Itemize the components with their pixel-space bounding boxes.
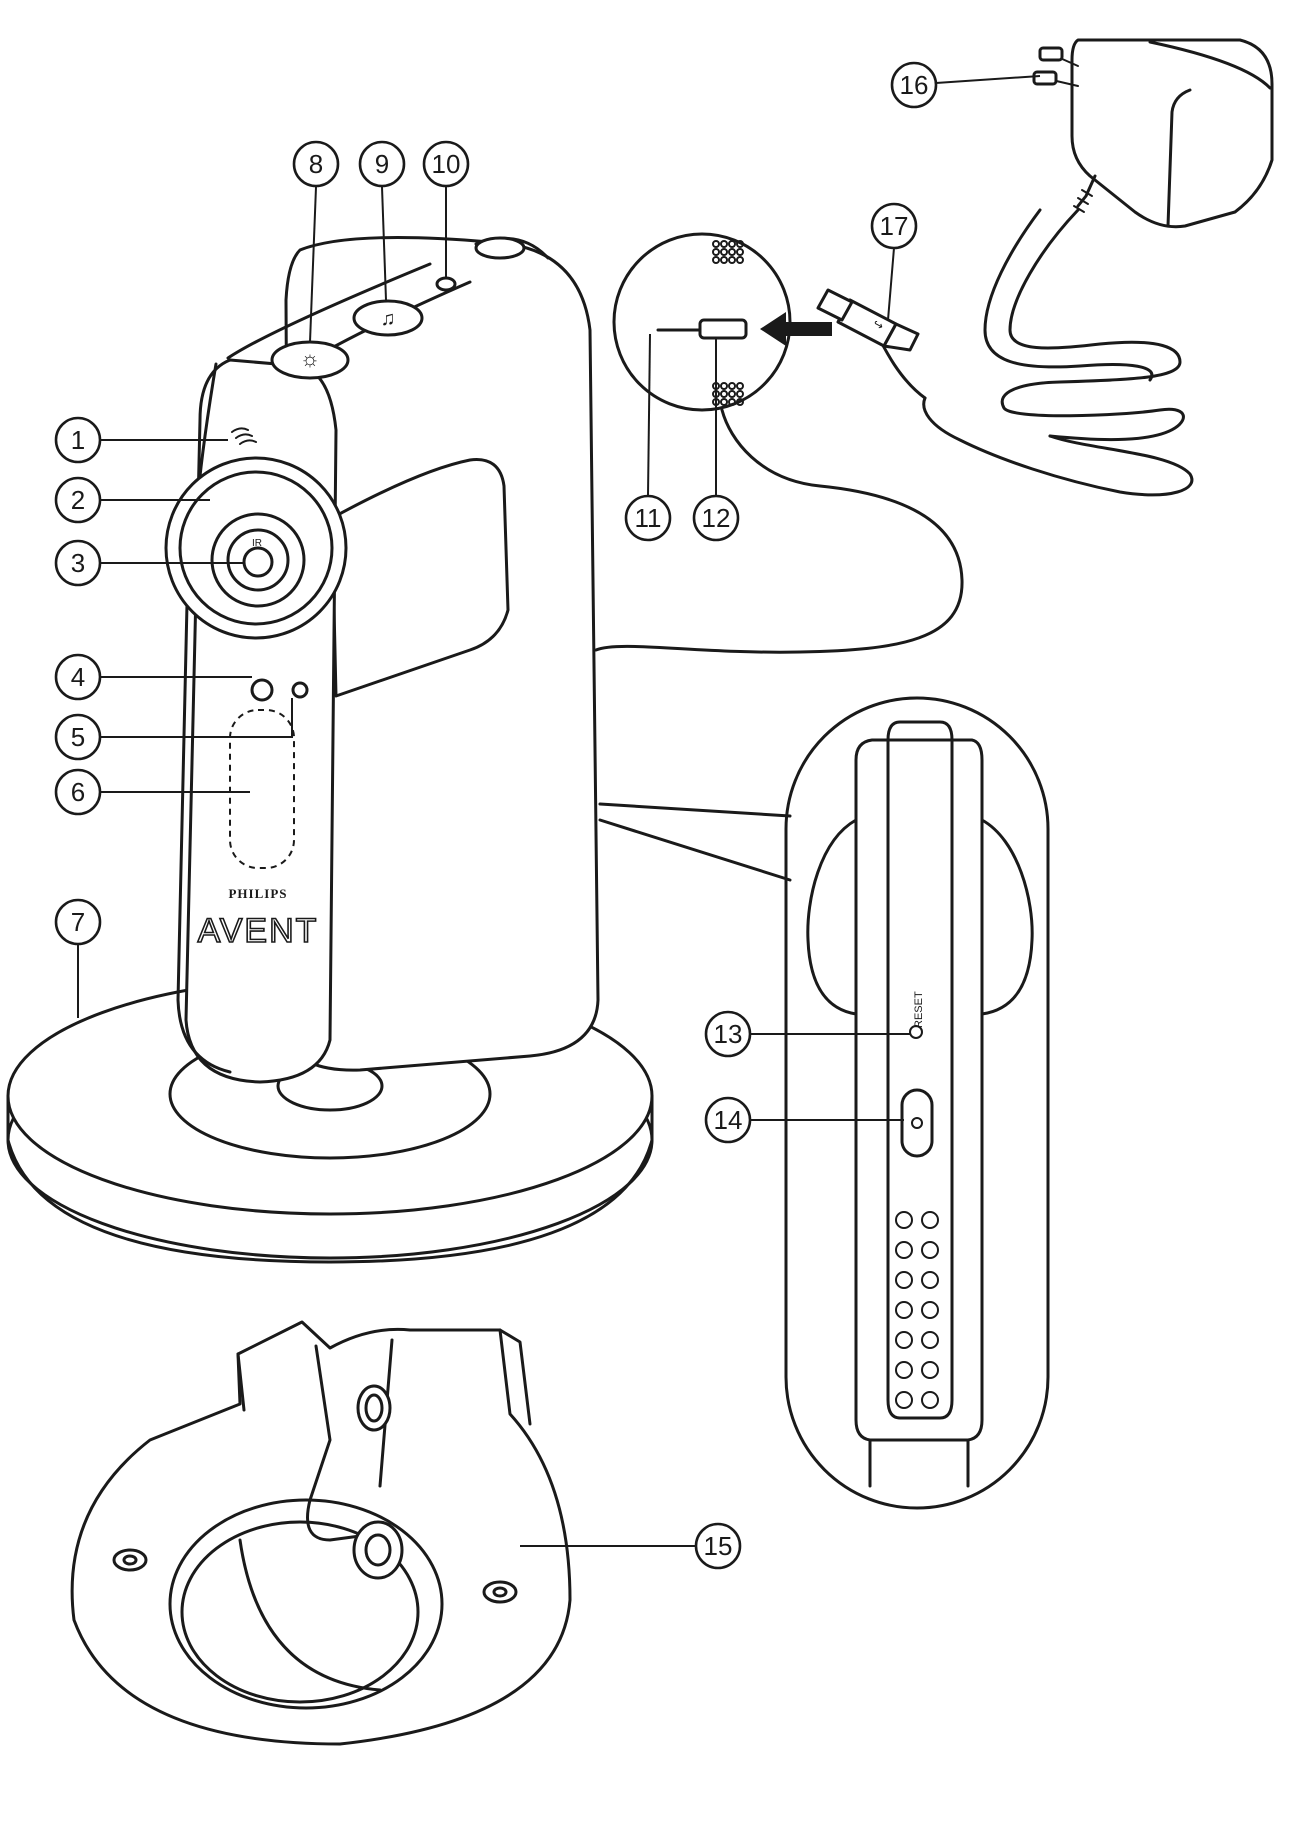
lullaby-button	[352, 299, 424, 337]
power-adapter	[922, 38, 1274, 497]
svg-text:1: 1	[71, 425, 85, 455]
reset-hole-icon	[909, 1025, 923, 1039]
svg-text:10: 10	[432, 149, 461, 179]
callout-14: 14	[704, 1096, 752, 1144]
screw-left	[112, 1548, 148, 1572]
svg-text:11: 11	[635, 503, 662, 533]
usb-socket	[698, 318, 748, 340]
back-panel-detail: RESET	[598, 696, 1050, 1510]
callout-8: 8	[292, 140, 340, 188]
brand-avent: AVENT	[198, 912, 319, 950]
svg-text:16: 16	[900, 70, 929, 100]
leader-lines	[77, 75, 1041, 1547]
callout-2: 2	[54, 476, 102, 524]
callout-16: 16	[890, 61, 938, 109]
callout-7: 7	[54, 898, 102, 946]
power-icon	[911, 1117, 923, 1129]
svg-text:13: 13	[714, 1019, 743, 1049]
callout-6: 6	[54, 768, 102, 816]
callout-5: 5	[54, 713, 102, 761]
baby-camera: ☼ ♫ IR PHILIPS AVENT	[164, 236, 600, 1084]
power-button	[900, 1088, 934, 1158]
svg-text:4: 4	[71, 662, 85, 692]
callout-17: 17	[870, 202, 918, 250]
music-note-icon: ♫	[381, 308, 396, 330]
callout-9: 9	[358, 140, 406, 188]
reset-label: RESET	[913, 991, 925, 1028]
callout-11: 11	[624, 494, 672, 542]
sun-icon: ☼	[300, 346, 320, 371]
indicator-light	[250, 678, 274, 702]
insert-arrow-icon	[760, 312, 832, 346]
svg-text:9: 9	[375, 149, 389, 179]
speaker-grille-top	[712, 240, 744, 264]
callout-1: 1	[54, 416, 102, 464]
callout-3: 3	[54, 539, 102, 587]
light-sensor	[231, 427, 257, 445]
svg-text:14: 14	[714, 1105, 743, 1135]
svg-text:15: 15	[704, 1531, 733, 1561]
wall-mount	[70, 1320, 572, 1746]
callout-4: 4	[54, 653, 102, 701]
brand-philips: PHILIPS	[228, 886, 287, 901]
back-grille	[895, 1211, 939, 1409]
screw-right	[482, 1580, 518, 1604]
svg-text:17: 17	[880, 211, 909, 241]
mic-hole	[435, 276, 457, 292]
usb-port-detail	[594, 232, 964, 654]
microphone	[291, 681, 309, 699]
callout-10: 10	[422, 140, 470, 188]
callout-12: 12	[692, 494, 740, 542]
svg-text:7: 7	[71, 907, 85, 937]
svg-text:6: 6	[71, 777, 85, 807]
svg-text:3: 3	[71, 548, 85, 578]
svg-text:8: 8	[309, 149, 323, 179]
callout-13: 13	[704, 1010, 752, 1058]
svg-text:12: 12	[702, 503, 731, 533]
svg-text:IR: IR	[252, 538, 262, 549]
svg-text:5: 5	[71, 722, 85, 752]
nightlight-area	[229, 709, 295, 869]
camera-lens	[242, 546, 274, 578]
usb-cable: ↪	[816, 288, 927, 400]
callout-15: 15	[694, 1522, 742, 1570]
svg-text:2: 2	[71, 485, 85, 515]
